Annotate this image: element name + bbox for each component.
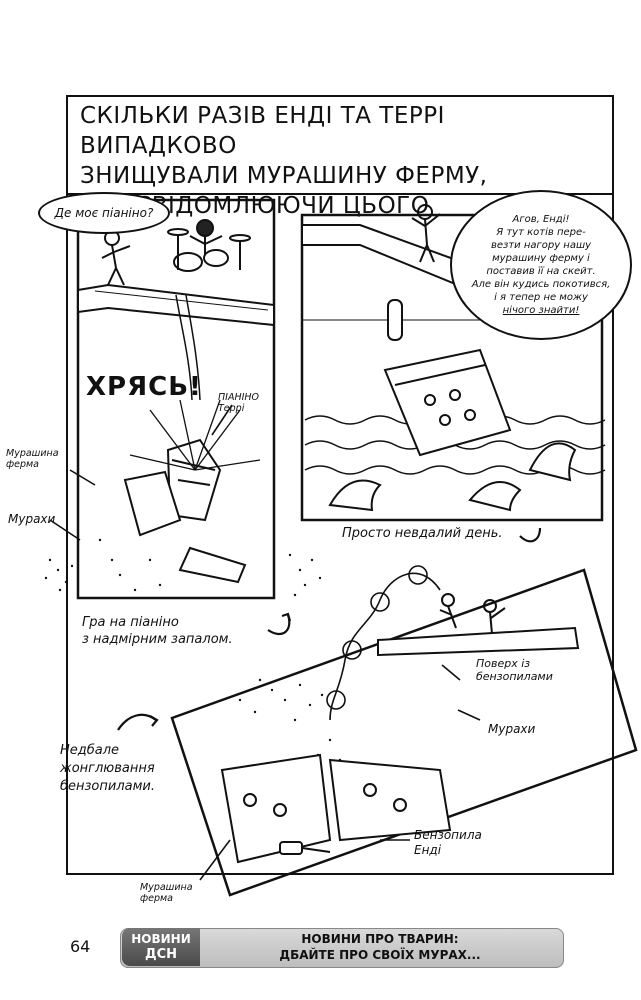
bubble-line: і я тепер не можу [494, 292, 588, 303]
speech-text-terry: Агов, Енді! Я тут котів пере- везти наго… [472, 213, 611, 317]
bubble-line: нічого знайти! [502, 305, 580, 316]
caption-bad-day: Просто невдалий день. [342, 526, 503, 541]
caption-juggling: Недбале жонглювання бензопилами. [60, 742, 155, 796]
bubble-line: мурашину ферму і [492, 253, 590, 264]
terry-figure [411, 204, 441, 263]
comic-frame [66, 95, 614, 875]
ant-farm-cut [220, 753, 452, 864]
footer-headline-line-2: ДБАЙТЕ ПРО СВОЇХ МУРАХ... [279, 948, 481, 962]
chainsaw-floor-label-line-2: бензопилами [476, 670, 553, 683]
smashed-piano [123, 438, 247, 584]
title-line-1: Скільки разів Енді та Террі випадково [80, 103, 445, 159]
juggling-arcs [326, 565, 441, 721]
panel-1-floor [77, 283, 275, 327]
piano-label: ПІАНІНО Террі [218, 392, 259, 414]
chainsaw [279, 841, 331, 855]
andy-chainsaw-label-line-1: Бензопила [414, 828, 482, 842]
caption-juggling-line-3: бензопилами. [60, 779, 155, 794]
andy-chainsaw-label-line-2: Енді [414, 843, 442, 857]
bubble-line: Але він кудись покотився, [471, 279, 611, 290]
transition-arrows [117, 527, 542, 731]
drummer-figure [167, 219, 251, 272]
pointer-arrows [49, 404, 481, 881]
ant-farm-label-3-line-1: Мурашина [140, 882, 193, 893]
footer-headline-line-1: НОВИНИ ПРО ТВАРИН: [301, 932, 459, 946]
speech-bubble-piano: Де моє піаніно? [38, 192, 170, 234]
caption-juggling-line-1: Недбале [60, 743, 120, 758]
ant-farm-label-1: Мурашина ферма [6, 448, 59, 470]
title-line-2: знищували мурашину ферму, [80, 163, 488, 189]
caption-juggling-line-2: жонглювання [60, 761, 155, 776]
panel-3-floor [377, 626, 580, 657]
speech-bubble-terry: Агов, Енді! Я тут котів пере- везти наго… [450, 190, 632, 340]
crash-sfx: ХРЯСЬ! [86, 372, 202, 402]
speech-text-piano: Де моє піаніно? [54, 206, 154, 220]
panel-2-frame [300, 213, 604, 522]
ant-farm-label-3-line-2: ферма [140, 893, 173, 904]
bubble-line: поставив її на скейт. [486, 266, 596, 277]
juggler-figures [439, 593, 506, 635]
caption-piano-line-1: Гра на піаніно [82, 615, 179, 630]
bubble-line: везти нагору нашу [490, 240, 592, 251]
ants-label-3: Мурахи [488, 722, 536, 736]
panel-3-frame [170, 568, 638, 897]
ant-farm-label-1-line-1: Мурашина [6, 448, 59, 459]
ants-label-1: Мурахи [8, 512, 56, 526]
caption-piano-line-2: з надмірним запалом. [82, 632, 233, 647]
motion-lines [175, 294, 201, 401]
ant-farm-floating [383, 348, 512, 457]
ant-farm-label-1-line-2: ферма [6, 459, 39, 470]
bubble-line: Я тут котів пере- [496, 227, 586, 238]
news-logo-line-2: ДСН [145, 947, 177, 962]
news-logo: НОВИНИ ДСН [122, 928, 200, 966]
page-number: 64 [70, 937, 91, 956]
sharks [328, 442, 577, 512]
piano-label-line-2: Террі [218, 403, 245, 414]
bubble-line: Агов, Енді! [512, 214, 570, 225]
chainsaw-floor-label-line-1: Поверх із [476, 657, 531, 670]
caption-piano: Гра на піаніно з надмірним запалом. [82, 614, 233, 648]
skateboard [387, 299, 403, 341]
ant-dots-1 [44, 538, 322, 597]
impact-burst [129, 399, 261, 471]
andy-figure-1 [101, 230, 131, 286]
ant-farm-label-3: Мурашина ферма [140, 882, 193, 904]
panel-1-frame [76, 198, 276, 600]
andy-chainsaw-label: Бензопила Енді [414, 828, 482, 858]
news-logo-line-1: НОВИНИ [131, 932, 191, 946]
piano-label-line-1: ПІАНІНО [218, 392, 260, 403]
footer-headline: НОВИНИ ПРО ТВАРИН: ДБАЙТЕ ПРО СВОЇХ МУРА… [200, 931, 560, 963]
ant-dots-3 [238, 678, 342, 762]
chainsaw-floor-label: Поверх із бензопилами [476, 657, 553, 683]
